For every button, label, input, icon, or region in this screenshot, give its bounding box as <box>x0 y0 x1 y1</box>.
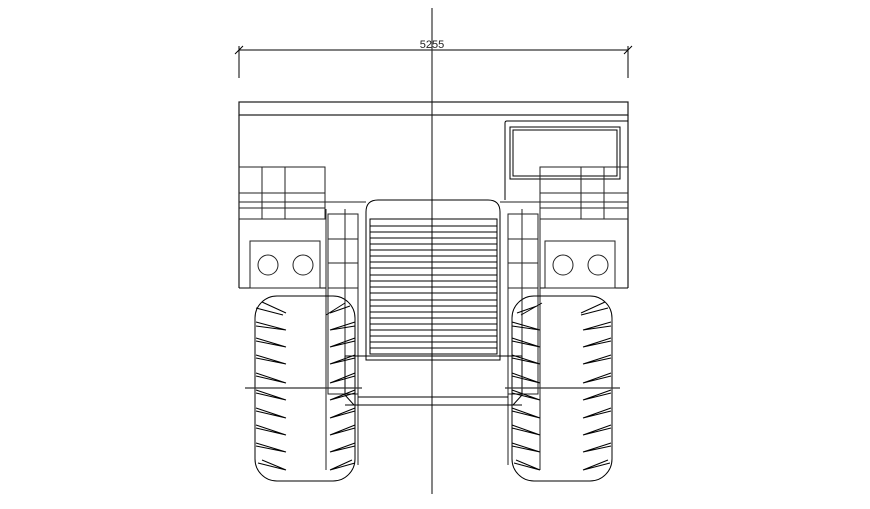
left-wheel <box>245 295 362 482</box>
cab-window <box>504 120 628 200</box>
left-column-grid <box>325 209 359 470</box>
left-upper-grid <box>238 166 366 220</box>
right-wheel <box>505 295 620 482</box>
radiator-grille <box>365 199 501 361</box>
dimension-line: 5255 <box>234 39 633 78</box>
front-bumper <box>344 355 523 406</box>
left-headlights <box>249 240 321 289</box>
right-upper-grid <box>500 166 629 220</box>
right-headlights <box>544 240 616 289</box>
